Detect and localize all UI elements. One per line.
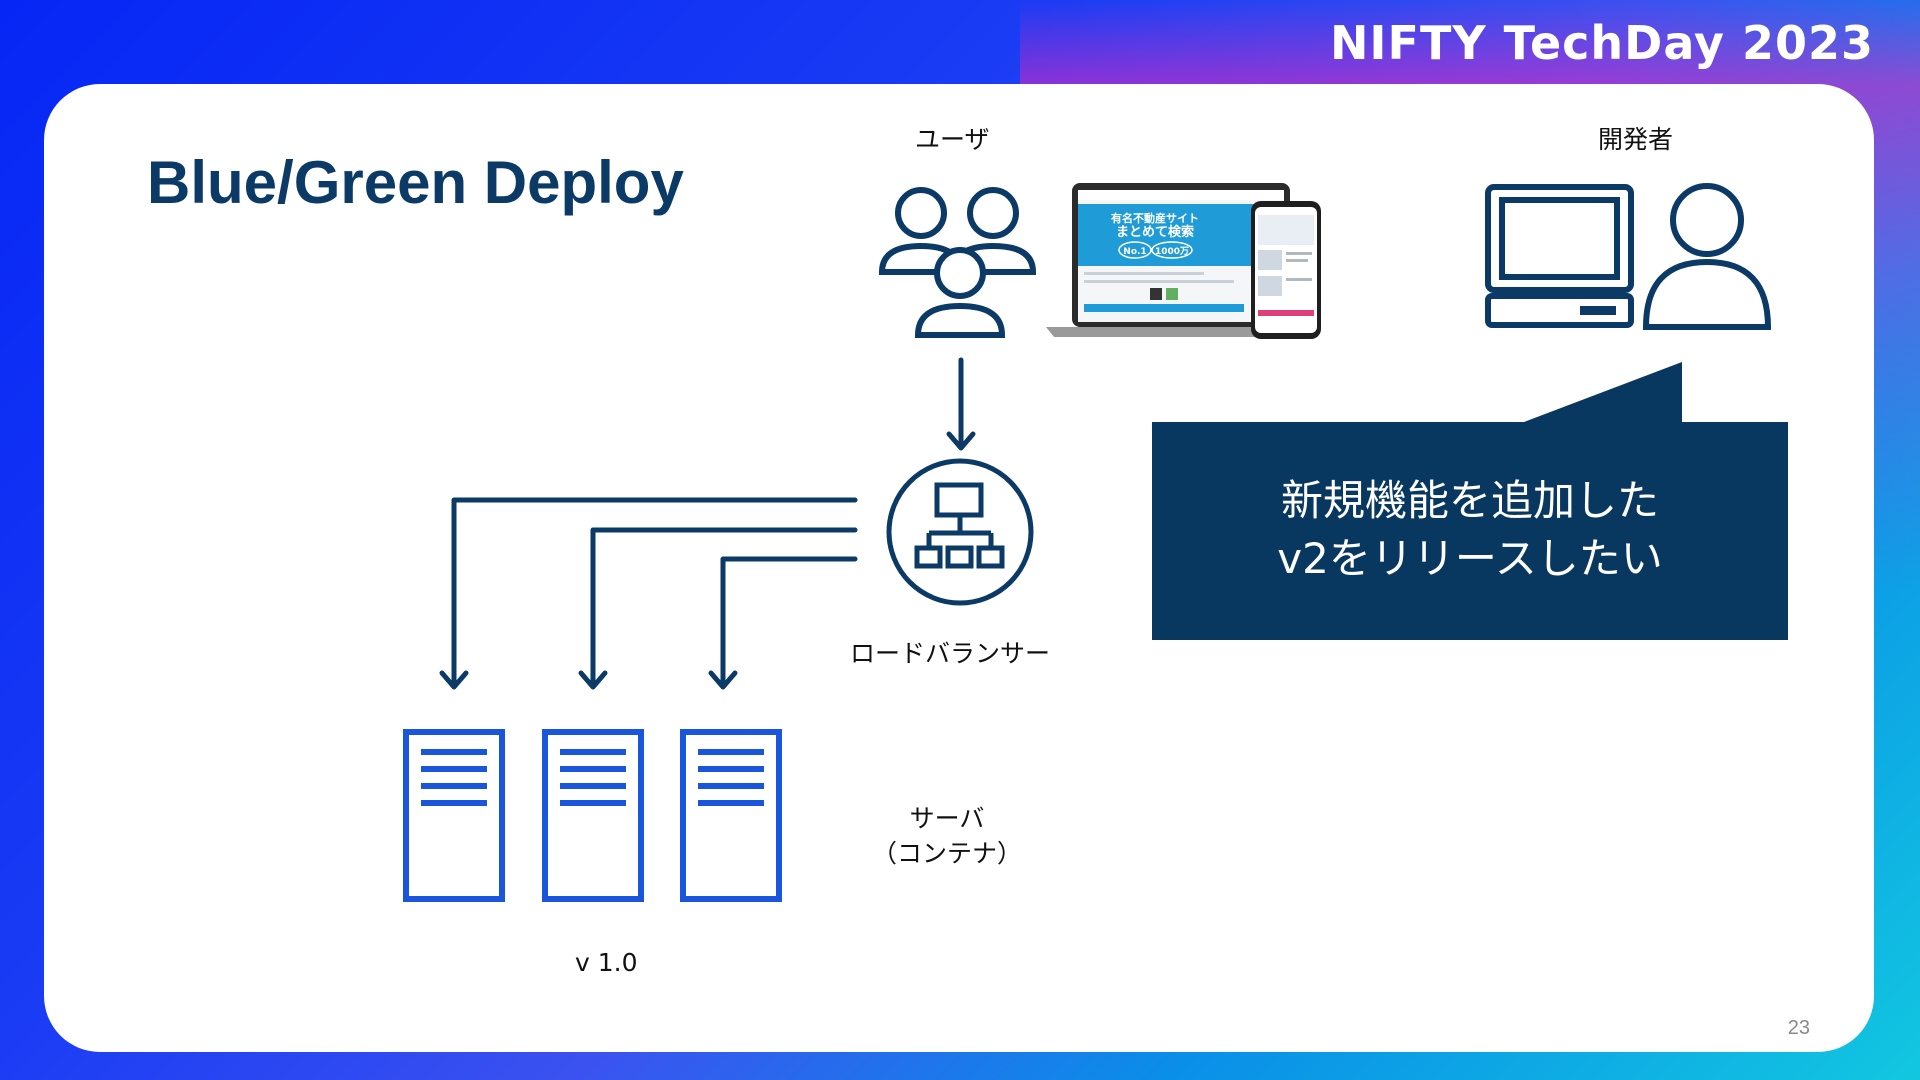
preview-badge-1: No.1	[1123, 247, 1146, 257]
preview-headline-1: 有名不動産サイト	[1111, 211, 1199, 225]
callout-text: 新規機能を追加した v2をリリースしたい	[1152, 472, 1788, 642]
user-to-lb-arrow	[946, 357, 976, 451]
brand-logo: NIFTY TechDay 2023	[1329, 16, 1874, 70]
load-balancer-icon	[886, 458, 1034, 606]
desktop-computer-icon	[1485, 184, 1634, 328]
load-balancer-label: ロードバランサー	[850, 639, 1051, 668]
version-label: v 1.0	[575, 948, 638, 977]
callout-line-2: v2をリリースしたい	[1277, 534, 1663, 583]
server-label-line2: （コンテナ）	[872, 839, 1023, 868]
slide-title: Blue/Green Deploy	[147, 149, 684, 216]
person-icon	[1642, 183, 1772, 330]
server-icon	[680, 729, 782, 902]
website-preview-image: 有名不動産サイト まとめて検索 No.1 1000万	[1046, 183, 1321, 339]
server-icon	[542, 729, 644, 902]
server-icon	[403, 729, 505, 902]
callout-line-1: 新規機能を追加した	[1280, 476, 1659, 525]
callout-box	[1152, 362, 1788, 640]
lb-to-servers-arrows	[439, 497, 858, 690]
preview-headline-2: まとめて検索	[1116, 224, 1194, 240]
server-label-line1: サーバ	[909, 804, 985, 833]
page-number: 23	[1787, 1017, 1810, 1039]
developer-label: 開発者	[1598, 125, 1674, 154]
user-label: ユーザ	[915, 125, 990, 154]
users-group-icon	[878, 187, 1037, 338]
preview-badge-2: 1000万	[1155, 246, 1189, 257]
